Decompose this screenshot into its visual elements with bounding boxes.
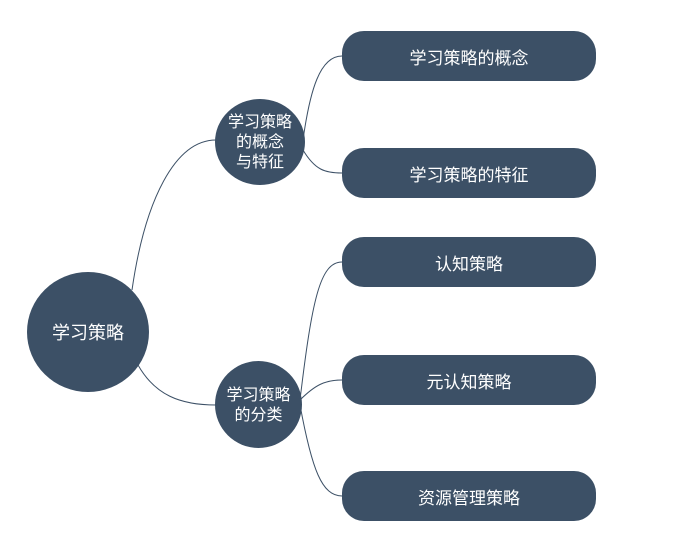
leaf-node-metacognitive-strategy-label: 元认知策略 — [426, 372, 512, 393]
branch-node-classification-label: 学习策略 的分类 — [226, 384, 291, 424]
connector-root-to-concept — [131, 139, 217, 291]
leaf-node-strategy-concept[interactable]: 学习策略的概念 — [342, 31, 596, 81]
connector-classification-to-cognitive — [299, 261, 343, 401]
leaf-node-resource-management-strategy[interactable]: 资源管理策略 — [342, 471, 596, 521]
connector-classification-to-metacognitive — [299, 379, 343, 401]
root-node[interactable]: 学习策略 — [27, 272, 149, 392]
leaf-node-cognitive-strategy[interactable]: 认知策略 — [342, 237, 596, 287]
branch-node-concept-features-label: 学习策略 的概念 与特征 — [227, 112, 292, 171]
branch-node-concept-features[interactable]: 学习策略 的概念 与特征 — [215, 99, 305, 185]
leaf-node-strategy-concept-label: 学习策略的概念 — [409, 48, 529, 69]
leaf-node-resource-management-strategy-label: 资源管理策略 — [418, 488, 520, 509]
leaf-node-strategy-features-label: 学习策略的特征 — [409, 165, 529, 186]
leaf-node-strategy-features[interactable]: 学习策略的特征 — [342, 148, 596, 198]
connector-classification-to-resource — [299, 404, 343, 497]
connector-root-to-classification — [137, 364, 217, 406]
leaf-node-metacognitive-strategy[interactable]: 元认知策略 — [342, 355, 596, 405]
connector-concept-to-definition — [302, 55, 343, 141]
branch-node-classification[interactable]: 学习策略 的分类 — [215, 361, 302, 448]
root-node-label: 学习策略 — [52, 323, 124, 344]
connector-concept-to-features — [302, 149, 343, 174]
leaf-node-cognitive-strategy-label: 认知策略 — [435, 254, 503, 275]
